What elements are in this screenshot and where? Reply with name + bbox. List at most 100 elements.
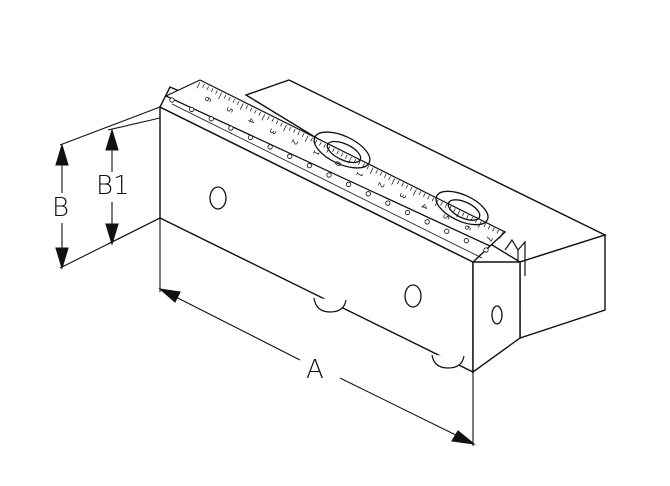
ruler-tick-label: 3: [268, 127, 278, 136]
ruler-tick: [258, 111, 261, 116]
ruler-screw-dots: [169, 97, 489, 253]
ruler-tick-label: 6: [462, 224, 472, 233]
ruler-tick: [362, 163, 365, 168]
ruler-tick: [401, 182, 404, 187]
side-hole: [491, 305, 503, 325]
ruler-tick: [375, 169, 378, 174]
ruler-tick-label: 1: [354, 170, 364, 179]
ruler-tick: [391, 178, 396, 185]
ruler-tick: [358, 161, 361, 166]
ruler-tick-label: 2: [376, 181, 386, 190]
ruler-tick-label: 7: [484, 234, 494, 243]
ruler-tick-label: 6: [203, 95, 213, 104]
ruler-screw-dot: [267, 144, 273, 150]
ruler-tick-label: 5: [224, 106, 234, 115]
ruler-tick: [332, 148, 335, 153]
ruler-tick: [236, 101, 240, 106]
ruler-tick-label: 5: [441, 213, 451, 222]
ruler-tick: [261, 113, 266, 121]
ruler-tick: [280, 122, 283, 127]
dimension-a-group: [158, 218, 476, 446]
bottom-foot-right: [431, 354, 465, 369]
ruler-tick-label: 4: [419, 202, 429, 211]
ruler-screw-dot: [306, 163, 312, 169]
ruler-tick-label: 2: [289, 138, 299, 147]
ruler-tick-label: 3: [397, 191, 407, 200]
ruler-screw-dot: [463, 238, 469, 244]
ruler-tick: [369, 167, 374, 175]
ruler-tick: [239, 103, 244, 110]
ruler-tick: [496, 229, 499, 234]
ruler-tick: [366, 165, 370, 170]
ruler-tick-label: 4: [246, 116, 256, 125]
ruler-tick: [444, 203, 448, 208]
ruler-tick: [267, 116, 270, 121]
ruler-tick: [418, 191, 422, 196]
ruler-ticks: [196, 81, 504, 239]
ruler-tick: [440, 201, 443, 206]
front-face-step: [159, 217, 474, 373]
ruler-tick: [314, 139, 318, 144]
ruler-tick: [310, 137, 313, 142]
ruler-tick: [297, 131, 300, 136]
ruler-tick: [461, 212, 465, 217]
ruler-screw-dot: [424, 219, 430, 225]
bolt-boss-right: [435, 190, 489, 226]
ruler-screw-dot: [228, 125, 234, 131]
ruler-tick: [499, 231, 504, 239]
ruler-tick: [304, 135, 309, 143]
ruler-tick: [301, 133, 305, 138]
ruler-tick: [283, 124, 287, 132]
ruler-tick: [492, 227, 495, 232]
ruler-tick: [345, 154, 348, 159]
ruler-tick: [453, 208, 456, 213]
ruler-screw-dot: [189, 106, 195, 112]
ruler-tick: [384, 173, 387, 178]
ruler-tick: [196, 81, 201, 89]
ruler-tick-label: 1: [311, 149, 321, 158]
ruler-tick: [245, 105, 248, 110]
ruler-tick: [397, 180, 400, 185]
ruler-tick: [275, 120, 279, 125]
ruler-tick: [223, 94, 227, 99]
dimension-b1-label: B1: [96, 171, 130, 201]
front-hole-left: [209, 186, 227, 210]
ruler-tick: [202, 83, 205, 88]
bolt-boss-left: [313, 131, 371, 169]
ruler-tick: [210, 88, 214, 93]
ruler-tick: [228, 96, 231, 101]
ruler-screw-dot: [208, 116, 214, 122]
ruler-screw-dot: [385, 200, 391, 206]
ruler-screw-dot: [483, 247, 489, 253]
ruler-tick: [254, 109, 257, 114]
ruler-tick: [336, 150, 339, 155]
dimension-b-label: B: [52, 193, 69, 223]
ruler-tick: [293, 128, 296, 133]
ruler-screw-dot: [169, 97, 175, 103]
ruler-screw-dot: [404, 209, 411, 216]
ruler-tick: [288, 126, 292, 131]
dimension-a-label: A: [306, 355, 324, 385]
ruler-screw-dot: [346, 181, 352, 187]
ruler-tick: [405, 184, 409, 189]
ruler-tick: [413, 188, 417, 196]
ruler-tick: [487, 225, 491, 230]
ruler-tick: [232, 98, 235, 103]
ruler-tick: [218, 92, 222, 100]
ruler-tick: [388, 176, 391, 181]
ruler-tick: [410, 186, 413, 191]
ruler-screw-dot: [365, 191, 371, 197]
ruler-tick: [319, 141, 322, 146]
ruler-tick: [431, 197, 435, 202]
ruler-tick: [340, 152, 344, 157]
ruler-tick: [215, 90, 218, 95]
ruler-screw-dot: [287, 153, 293, 159]
ruler-screw-dot: [326, 172, 332, 178]
ruler-screw-dot: [247, 134, 254, 141]
ruler-tick: [427, 195, 430, 200]
ruler-tick: [466, 214, 469, 219]
ruler-tick: [206, 86, 209, 91]
